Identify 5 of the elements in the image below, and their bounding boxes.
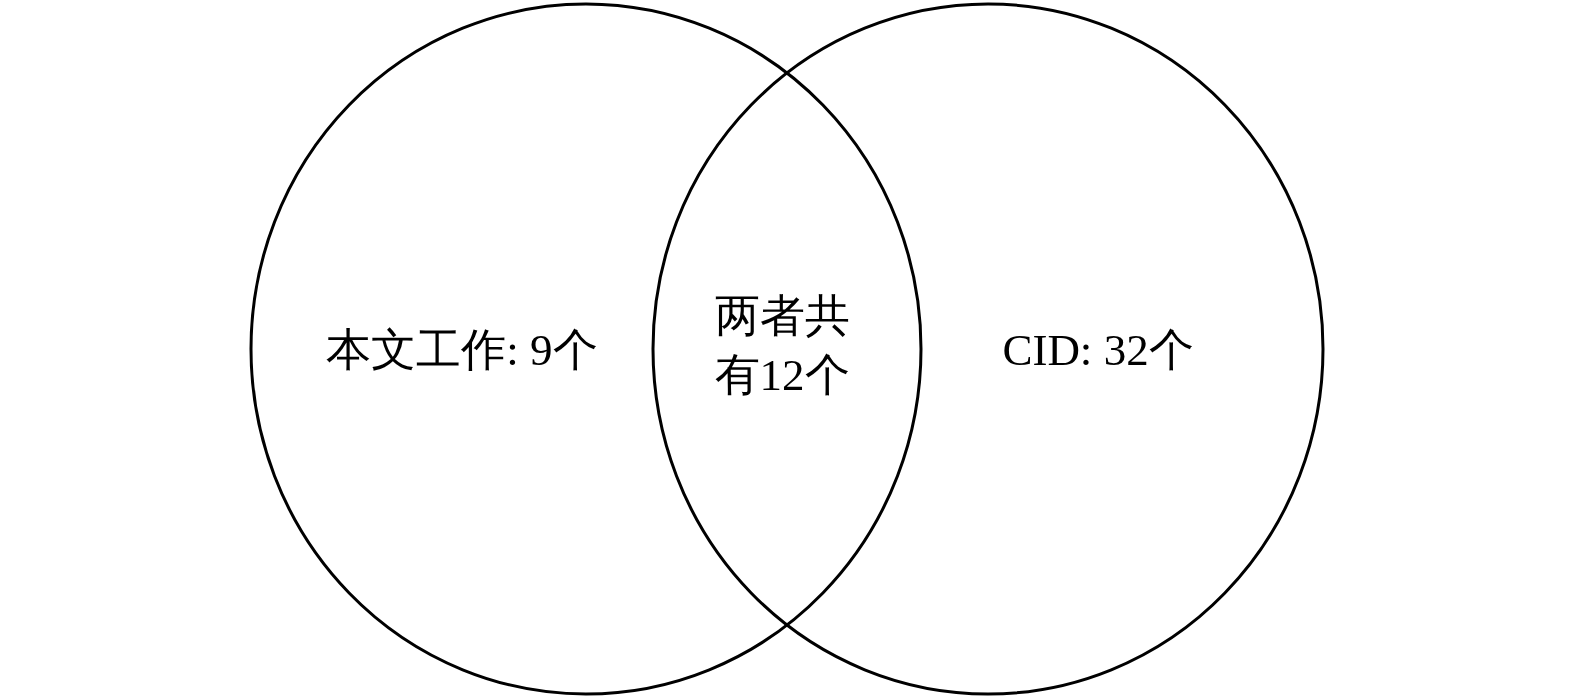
venn-circle <box>251 4 921 694</box>
venn-circle <box>653 4 1323 694</box>
intersection-label: 两者共有12个 <box>713 289 851 401</box>
set-label: 本文工作: 9个 <box>326 323 598 377</box>
set-label: CID: 32个 <box>1002 323 1194 377</box>
